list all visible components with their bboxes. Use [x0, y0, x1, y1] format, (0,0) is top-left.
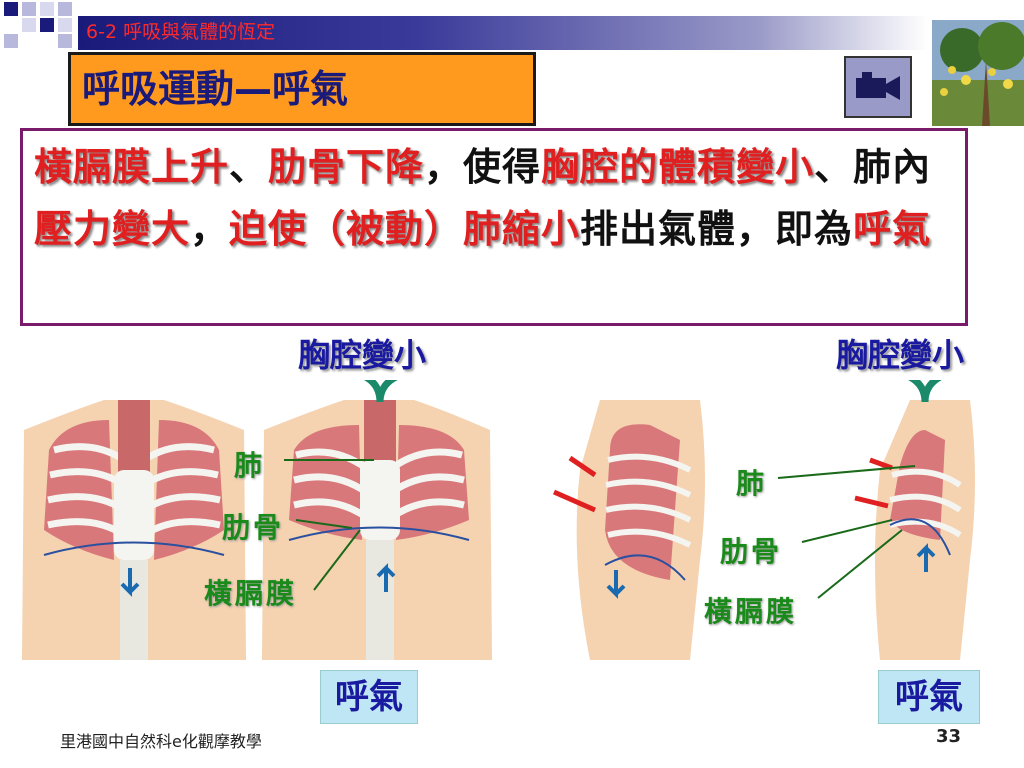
desc-seg-10: 呼氣 [853, 207, 932, 251]
left-diaphragm-label: 橫膈膜 [204, 577, 298, 610]
left-lung-label: 肺 [234, 449, 266, 482]
decorative-photo [932, 20, 1024, 126]
desc-seg-7: ， [190, 207, 230, 251]
page-number: 33 [936, 726, 962, 747]
section-title: 6-2 呼吸與氣體的恆定 [86, 21, 276, 43]
footer-school: 里港國中自然科e化觀摩教學 [60, 732, 262, 751]
desc-seg-1: 、 [229, 145, 269, 189]
title-box [68, 52, 536, 126]
video-button[interactable] [844, 56, 912, 118]
right-lung-label: 肺 [736, 467, 768, 500]
desc-seg-3: ，使得 [424, 145, 542, 189]
left-rib-label: 肋骨 [222, 511, 285, 544]
desc-seg-4: 胸腔的體積變小 [541, 145, 815, 189]
description-box [20, 128, 968, 326]
description-text: 橫膈膜上升、肋骨下降，使得胸腔的體積變小、肺內壓力變大，迫使（被動）肺縮小排出氣… [34, 136, 960, 260]
desc-seg-6: 壓力變大 [34, 207, 191, 251]
slide-title: 呼吸運動—呼氣 [82, 67, 349, 111]
video-camera-icon [856, 72, 900, 100]
left-exhale-label: 呼氣 [320, 670, 418, 724]
desc-seg-9: 排出氣體，即為 [580, 207, 854, 251]
right-rib-label: 肋骨 [720, 535, 783, 568]
side-view-illustration [552, 380, 975, 660]
corner-squares [0, 0, 78, 60]
desc-seg-2: 肋骨下降 [268, 145, 425, 189]
header-bar [78, 16, 928, 50]
desc-seg-8: 迫使（被動）肺縮小 [229, 207, 581, 251]
desc-seg-0: 橫膈膜上升 [34, 145, 230, 189]
right-exhale-label: 呼氣 [878, 670, 980, 724]
right-diaphragm-label: 橫膈膜 [704, 595, 798, 628]
left-chest-shrink-label: 胸腔變小 [298, 336, 427, 374]
right-chest-shrink-label: 胸腔變小 [836, 336, 965, 374]
desc-seg-5: 、肺內 [814, 145, 932, 189]
front-view-illustration [22, 380, 492, 660]
